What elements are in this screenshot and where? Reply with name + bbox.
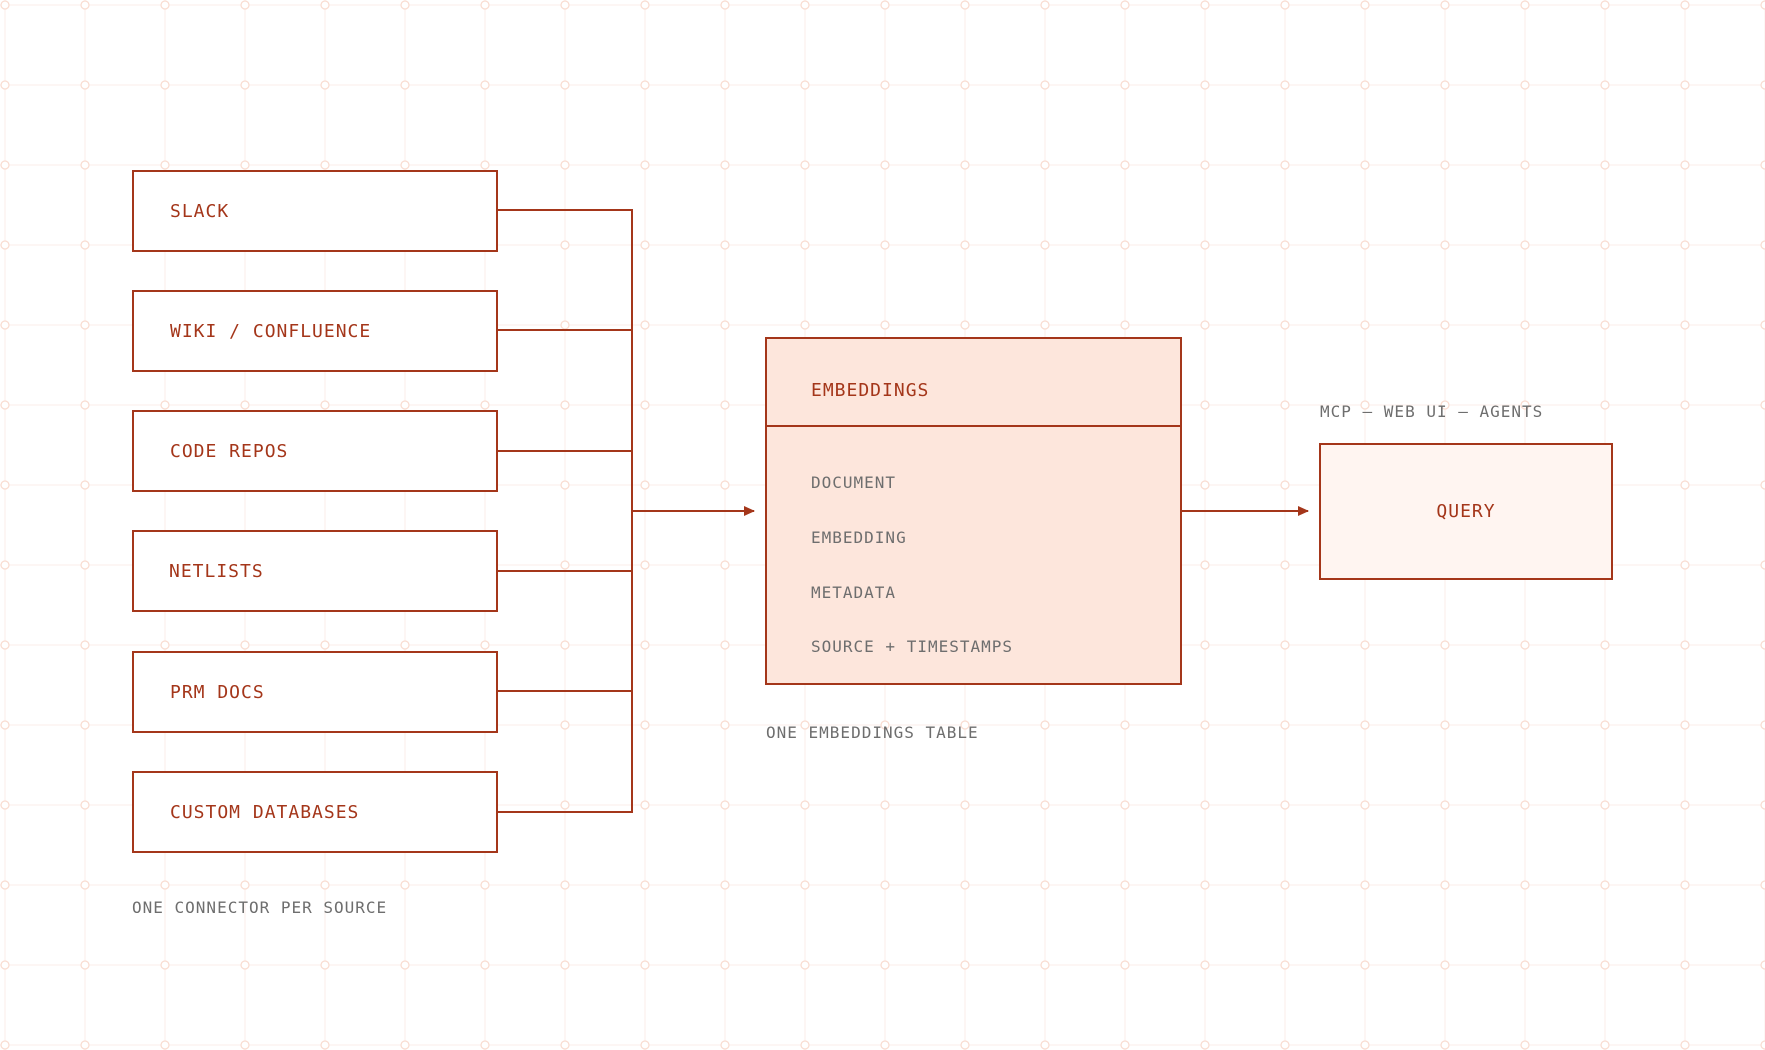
source-box-slack: SLACK [132,170,498,252]
source-box-code-repos: CODE REPOS [132,410,498,492]
source-box-netlists: NETLISTS [132,530,498,612]
embeddings-table-title: EMBEDDINGS [811,380,930,401]
source-label: SLACK [170,200,230,222]
query-label: QUERY [1436,501,1496,522]
source-box-custom-databases: CUSTOM DATABASES [132,771,498,853]
table-field: METADATA [811,583,897,602]
source-label: NETLISTS [169,560,264,582]
embeddings-caption: ONE EMBEDDINGS TABLE [766,723,979,742]
source-box-prm-docs: PRM DOCS [132,651,498,733]
table-field: SOURCE + TIMESTAMPS [811,637,1014,656]
sources-caption: ONE CONNECTOR PER SOURCE [132,898,388,917]
query-box: QUERY [1319,443,1613,580]
source-box-wiki-confluence: WIKI / CONFLUENCE [132,290,498,372]
source-label: CUSTOM DATABASES [170,801,360,823]
source-label: WIKI / CONFLUENCE [170,320,372,342]
table-field: EMBEDDING [811,528,907,547]
query-caption: MCP — WEB UI — AGENTS [1320,402,1544,421]
embeddings-table-header: EMBEDDINGS [767,339,1180,427]
table-field: DOCUMENT [811,473,897,492]
source-label: PRM DOCS [170,681,265,703]
embeddings-table: EMBEDDINGS DOCUMENT EMBEDDING METADATA S… [765,337,1182,685]
source-label: CODE REPOS [170,440,289,462]
